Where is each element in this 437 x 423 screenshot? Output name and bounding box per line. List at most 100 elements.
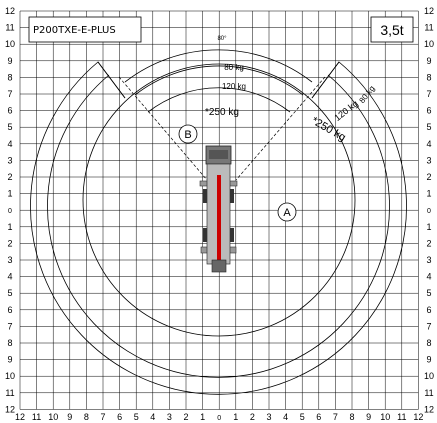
y-tick-label-right: 12 <box>424 6 434 16</box>
arc-label-120: 120 kg <box>222 82 246 91</box>
y-tick-label-left: 11 <box>5 388 14 398</box>
y-tick-label-left: 1 <box>7 222 12 232</box>
rear-arc-80 <box>124 49 313 83</box>
y-tick-label-left: 0 <box>8 208 12 215</box>
capacity-box <box>370 16 414 43</box>
y-tick-label-right: 10 <box>424 371 434 381</box>
rear-arc-120 <box>134 65 304 96</box>
y-tick-label-left: 1 <box>7 189 12 199</box>
y-tick-label-left: 3 <box>7 255 12 265</box>
x-tick-label: 7 <box>333 412 338 422</box>
y-tick-label-left: 10 <box>5 371 15 381</box>
y-tick-label-right: 4 <box>426 272 431 282</box>
sector-line-left <box>118 76 208 181</box>
x-tick-label: 1 <box>200 412 205 422</box>
y-tick-label-left: 5 <box>7 122 12 132</box>
x-tick-label: 11 <box>397 412 406 422</box>
y-tick-label-left: 12 <box>5 6 15 16</box>
y-tick-label-right: 6 <box>426 305 431 315</box>
y-tick-label-left: 8 <box>7 72 12 82</box>
y-tick-label-left: 4 <box>7 272 12 282</box>
y-tick-label-right: 11 <box>424 388 433 398</box>
outer-envelope-80kg <box>30 61 407 395</box>
zone-a-label: A <box>283 207 291 219</box>
x-tick-label: 9 <box>366 412 371 422</box>
y-tick-label-left: 11 <box>5 23 14 33</box>
x-tick-label: 12 <box>413 412 423 422</box>
angle-label: 80° <box>217 36 227 42</box>
x-tick-label: 9 <box>67 412 72 422</box>
y-tick-label-left: 8 <box>7 338 12 348</box>
x-tick-label: 11 <box>32 412 41 422</box>
y-tick-label-right: 7 <box>426 89 431 99</box>
y-tick-label-left: 4 <box>7 139 12 149</box>
y-tick-label-right: 5 <box>426 288 431 298</box>
x-tick-label: 8 <box>349 412 354 422</box>
y-tick-label-right: 5 <box>426 122 431 132</box>
x-tick-label: 3 <box>167 412 172 422</box>
x-tick-label: 6 <box>117 412 122 422</box>
arc-label-250: *250 kg <box>205 107 239 118</box>
y-tick-label-right: 1 <box>426 189 431 199</box>
zone-b-marker <box>178 124 198 144</box>
x-tick-label: 10 <box>380 412 390 422</box>
y-tick-label-left: 7 <box>7 321 12 331</box>
y-tick-label-right: 9 <box>426 56 431 66</box>
y-tick-label-right: 8 <box>426 338 431 348</box>
x-tick-label: 7 <box>100 412 105 422</box>
x-tick-label: 2 <box>250 412 255 422</box>
rear-arc-250 <box>147 87 291 113</box>
notch-right-edge <box>311 61 340 99</box>
model-label: P200TXE-E-PLUS <box>33 25 116 36</box>
y-tick-label-right: 12 <box>424 404 434 414</box>
truck-icon <box>199 145 238 273</box>
zone-a-marker <box>277 202 297 222</box>
y-tick-label-right: 4 <box>426 139 431 149</box>
x-tick-label: 6 <box>316 412 321 422</box>
range-circle-250kg <box>82 63 356 337</box>
side-label-80: 80 kg <box>357 84 376 105</box>
y-tick-label-right: 2 <box>426 172 431 182</box>
y-tick-label-right: 3 <box>426 255 431 265</box>
x-tick-label: 3 <box>266 412 271 422</box>
x-tick-label: 1 <box>233 412 238 422</box>
x-tick-label: 2 <box>183 412 188 422</box>
y-tick-label-left: 5 <box>7 288 12 298</box>
x-tick-label: 8 <box>84 412 89 422</box>
y-tick-label-left: 12 <box>5 404 15 414</box>
y-tick-label-left: 3 <box>7 155 12 165</box>
y-tick-label-left: 6 <box>7 106 12 116</box>
y-tick-label-right: 3 <box>426 155 431 165</box>
notch-left-edge <box>97 61 126 99</box>
y-tick-label-left: 10 <box>5 39 15 49</box>
y-tick-label-left: 6 <box>7 305 12 315</box>
y-tick-label-left: 2 <box>7 238 12 248</box>
y-tick-label-left: 9 <box>7 56 12 66</box>
y-tick-label-left: 7 <box>7 89 12 99</box>
y-tick-label-left: 2 <box>7 172 12 182</box>
x-tick-label: 10 <box>48 412 58 422</box>
arc-label-80: 80 kg <box>224 63 244 72</box>
x-tick-label: 5 <box>300 412 305 422</box>
y-tick-label-right: 8 <box>426 72 431 82</box>
sector-line-right <box>235 76 326 181</box>
range-curve-120kg <box>47 74 390 378</box>
x-tick-label: 0 <box>217 415 221 422</box>
model-box <box>28 16 142 43</box>
y-tick-label-right: 6 <box>426 106 431 116</box>
y-tick-label-right: 7 <box>426 321 431 331</box>
x-tick-label: 4 <box>150 412 155 422</box>
y-tick-label-right: 0 <box>427 208 431 215</box>
y-tick-label-right: 10 <box>424 39 434 49</box>
y-tick-label-right: 2 <box>426 238 431 248</box>
y-tick-label-right: 9 <box>426 355 431 365</box>
y-tick-label-left: 9 <box>7 355 12 365</box>
capacity-label: 3,5t <box>380 22 403 38</box>
zone-b-label: B <box>184 129 191 141</box>
y-tick-label-right: 1 <box>426 222 431 232</box>
y-tick-label-right: 11 <box>424 23 433 33</box>
x-tick-label: 5 <box>134 412 139 422</box>
x-tick-label: 12 <box>15 412 25 422</box>
